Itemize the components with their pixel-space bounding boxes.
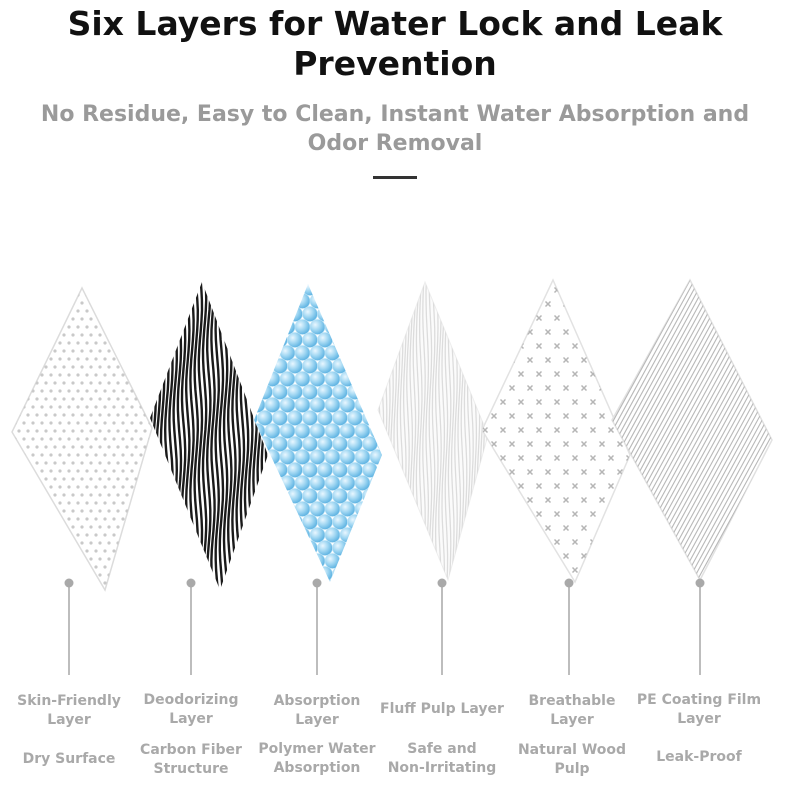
title-line-2: Prevention bbox=[293, 44, 497, 83]
layer-6-name: PE Coating Film Layer bbox=[636, 692, 762, 727]
polymer-beads-icon bbox=[254, 284, 382, 582]
layer-1-name: Skin-Friendly Layer bbox=[17, 693, 121, 728]
subtitle-line-2: Odor Removal bbox=[307, 131, 483, 156]
title-line-1: Six Layers for Water Lock and Leak bbox=[67, 4, 723, 43]
layer-5-name: Breathable Layer bbox=[528, 693, 616, 728]
page-subtitle: No Residue, Easy to Clean, Instant Water… bbox=[20, 100, 770, 158]
pointer-dots bbox=[64, 578, 705, 588]
title-divider bbox=[373, 176, 417, 179]
page-title: Six Layers for Water Lock and Leak Preve… bbox=[0, 4, 790, 84]
carbon-fiber-icon bbox=[150, 282, 268, 590]
layer-6-feature: Leak-Proof bbox=[656, 749, 742, 765]
cross-mesh-icon bbox=[481, 278, 631, 584]
layer-3-feature: Polymer Water Absorption bbox=[258, 741, 376, 776]
pointer-lines bbox=[68, 584, 701, 675]
layer-5-feature: Natural Wood Pulp bbox=[517, 742, 627, 777]
layer-4-feature: Safe and Non-Irritating bbox=[387, 741, 497, 776]
subtitle-line-1: No Residue, Easy to Clean, Instant Water… bbox=[40, 102, 750, 127]
dotted-mesh-icon bbox=[11, 286, 153, 592]
layer-4-name: Fluff Pulp Layer bbox=[380, 701, 504, 717]
fluff-pulp-icon bbox=[377, 280, 489, 582]
layer-1-feature: Dry Surface bbox=[22, 751, 116, 767]
layer-2-name: Deodorizing Layer bbox=[143, 692, 239, 727]
layer-3-name: Absorption Layer bbox=[273, 693, 361, 728]
layer-2-feature: Carbon Fiber Structure bbox=[140, 742, 242, 777]
